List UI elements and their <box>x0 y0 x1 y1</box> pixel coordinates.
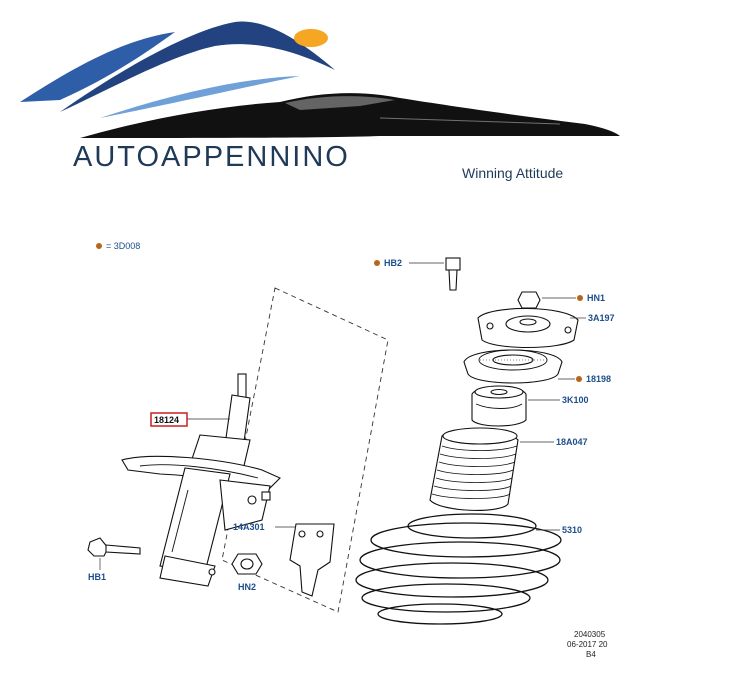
dust-boot-top <box>442 427 518 445</box>
hn2-nut-hole <box>240 558 254 570</box>
shock-absorber-strut <box>121 373 281 587</box>
bearing-18198 <box>463 349 563 384</box>
sun-icon <box>294 29 328 47</box>
hn1-nut <box>517 291 541 309</box>
label-5310: 5310 <box>562 525 582 535</box>
bump-stop-hole <box>490 388 508 396</box>
strut-bottom-bolt-hole <box>208 568 216 576</box>
bump-stop-ring <box>475 403 523 409</box>
hb2-marker-icon <box>374 260 380 266</box>
hb1-bolt-head <box>87 537 109 557</box>
diagram-page: B4 <box>586 650 596 659</box>
spring-coil-4 <box>355 562 549 598</box>
diagram-date: 06-2017 20 <box>567 640 608 649</box>
assembly-outline <box>221 287 389 613</box>
nut-hn1 <box>517 291 541 309</box>
strut-seat-edge <box>139 464 259 479</box>
label-14a301: 14A301 <box>233 522 265 532</box>
label-hn1: HN1 <box>587 293 605 303</box>
coil-spring-5310 <box>355 513 562 625</box>
label-3a197: 3A197 <box>588 313 615 323</box>
bolt-hb1 <box>87 537 141 570</box>
mountain-shape-front <box>100 76 300 118</box>
label-3k100: 3K100 <box>562 395 589 405</box>
label-hb2: HB2 <box>384 258 402 268</box>
bracket-plate <box>289 523 335 597</box>
strut-piston-rod <box>225 394 251 443</box>
mountain-shape-mid <box>60 21 335 112</box>
car-silhouette <box>80 93 620 138</box>
nut-hn2 <box>231 553 263 575</box>
label-18124: 18124 <box>154 415 179 425</box>
bracket-tab <box>261 491 271 501</box>
strut-bottom-mount <box>159 555 216 587</box>
hn1-marker-icon <box>577 295 583 301</box>
strut-tube-line <box>171 489 189 553</box>
label-18a047: 18A047 <box>556 437 588 447</box>
dust-boot-ribs <box>431 445 518 499</box>
mountain-highlight <box>150 61 265 92</box>
car-body-line <box>379 117 561 125</box>
bearing-body <box>463 349 563 384</box>
brand-logo: AUTOAPPENNINO Winning Attitude <box>20 21 620 181</box>
legend-label: = 3D008 <box>106 241 140 251</box>
label-18124-box <box>150 412 188 427</box>
hb2-bolt-head <box>445 257 461 271</box>
label-hn2: HN2 <box>238 582 256 592</box>
legend-marker-icon <box>96 243 102 249</box>
diagram-code: 2040305 <box>574 630 606 639</box>
mountain-shape-left <box>20 32 175 102</box>
car-window <box>285 96 395 110</box>
label-hb1: HB1 <box>88 572 106 582</box>
spring-coil-3 <box>359 541 561 579</box>
bracket-hole-2 <box>316 530 324 538</box>
dust-boot-18a047 <box>429 427 519 511</box>
spring-coil-2 <box>370 522 562 558</box>
bearing-ring <box>478 349 548 371</box>
strut-knuckle-bracket <box>219 479 271 531</box>
brand-name: AUTOAPPENNINO <box>73 141 350 173</box>
spring-coil-6 <box>377 603 503 625</box>
top-mount-hole-right <box>564 326 572 334</box>
strut-lower-tube <box>159 467 231 573</box>
hb1-bolt-shank <box>105 544 141 555</box>
bracket-hole-1 <box>298 530 306 538</box>
bump-stop-3k100 <box>471 385 527 427</box>
top-mount-center <box>519 318 537 326</box>
spring-coil-5 <box>361 583 531 613</box>
bolt-hb2 <box>445 257 461 291</box>
bracket-hole <box>247 495 257 505</box>
hb2-bolt-shank <box>448 269 458 291</box>
label-18198: 18198 <box>586 374 611 384</box>
top-mount-hole-left <box>486 322 494 330</box>
bracket-14a301 <box>289 523 335 597</box>
brand-tagline: Winning Attitude <box>462 165 563 181</box>
top-mount-3a197 <box>477 307 579 349</box>
18198-marker-icon <box>576 376 582 382</box>
